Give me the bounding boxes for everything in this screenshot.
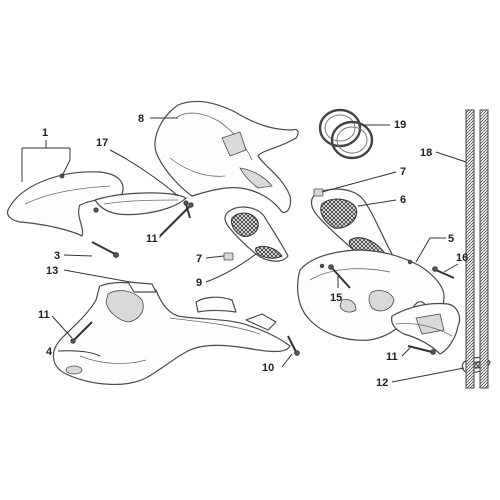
- callout-6: 6: [400, 194, 406, 206]
- callout-12: 12: [376, 377, 388, 389]
- clip-7-right: [313, 188, 324, 197]
- screw-15: [328, 264, 351, 289]
- front-mudguard: [6, 171, 187, 237]
- bracket-13: [127, 281, 157, 293]
- decal-strips: [465, 109, 489, 389]
- screw-3: [91, 241, 119, 258]
- callout-11-right: 11: [386, 351, 398, 363]
- screw-11-right: [407, 345, 436, 355]
- callout-18: 18: [420, 147, 432, 159]
- callout-16: 16: [456, 252, 468, 264]
- callout-11-center: 11: [146, 233, 158, 245]
- callout-19: 19: [394, 119, 406, 131]
- screw-11-center: [159, 202, 194, 237]
- callout-7-center: 7: [196, 253, 202, 265]
- screw-10: [287, 335, 300, 356]
- callout-10: 10: [262, 362, 274, 374]
- callout-labels: 1 3 4 5 6 7 7 8 9 10 11 11 11 12 13 15 1…: [38, 113, 468, 389]
- callout-7-right: 7: [400, 166, 406, 178]
- callout-9: 9: [196, 277, 202, 289]
- callout-4: 4: [46, 346, 53, 358]
- front-shield: [154, 100, 299, 213]
- callout-17: 17: [96, 137, 108, 149]
- mesh-grille-center: [224, 206, 289, 262]
- callout-5: 5: [448, 233, 454, 245]
- rear-bracket: [391, 302, 461, 355]
- clip-7-center: [223, 252, 234, 261]
- rubber-rings: [318, 108, 374, 160]
- callout-8: 8: [138, 113, 144, 125]
- callout-13: 13: [46, 265, 58, 277]
- lower-fairing: [52, 281, 291, 385]
- screw-17: [183, 200, 191, 219]
- callout-1: 1: [42, 127, 48, 139]
- callout-11-left: 11: [38, 309, 50, 321]
- mesh-grille-right: [310, 188, 393, 261]
- callout-15: 15: [330, 292, 342, 304]
- screw-16: [432, 266, 455, 279]
- leader-lines: [21, 117, 467, 383]
- screw-11-left: [70, 321, 93, 344]
- callout-3: 3: [54, 250, 60, 262]
